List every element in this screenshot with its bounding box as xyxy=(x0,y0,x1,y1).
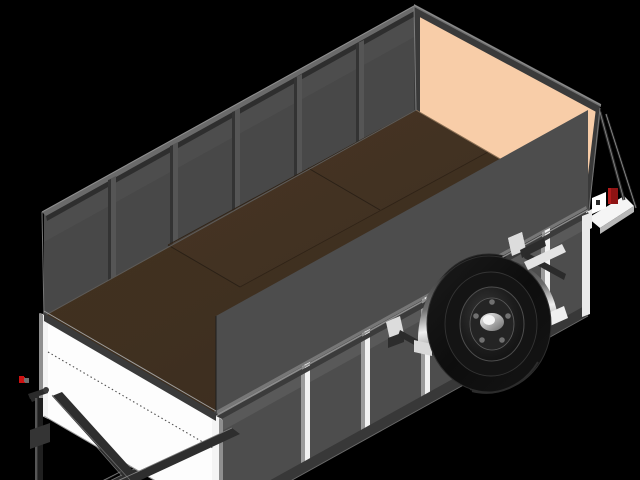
tire-sidewall-ring xyxy=(444,271,538,377)
tongue-upper-arm-highlight xyxy=(51,394,131,480)
right-wall-post xyxy=(304,368,310,473)
front-panel-face xyxy=(44,316,216,480)
lug-nut xyxy=(499,337,505,343)
taillight-bracket-plate xyxy=(588,196,634,228)
deck-seam-line xyxy=(239,151,489,288)
left-wall-post-edge xyxy=(356,43,359,146)
outline-far-bottom xyxy=(43,109,417,317)
left-wall-post-edge xyxy=(232,111,235,214)
left-wall-post xyxy=(234,108,240,213)
right-wall-post xyxy=(364,335,370,439)
front-panel-rivet-line xyxy=(47,351,214,449)
taillight-lens xyxy=(608,188,618,204)
fender-rear-lip xyxy=(546,306,568,326)
taillight-bracket-edge xyxy=(600,206,634,234)
tongue-lower-arm xyxy=(119,428,240,480)
deck-seam-line xyxy=(307,167,381,211)
front-marker-light xyxy=(19,376,24,383)
front-panel-bottom-edge xyxy=(43,415,156,480)
front-panel-right-edge xyxy=(219,418,223,480)
left-wall-post-group xyxy=(108,40,364,282)
jack-handle xyxy=(28,388,48,399)
left-wall-post xyxy=(358,40,364,145)
outline-rear-left-corner xyxy=(413,5,417,111)
left-wall-post xyxy=(296,74,302,179)
left-wall-top-rail xyxy=(42,6,418,216)
tire-tread-line xyxy=(471,361,539,394)
front-panel-top-rail xyxy=(44,313,216,421)
gate-support-strut-highlight xyxy=(599,111,625,201)
front-panel-top-highlight xyxy=(43,310,217,412)
front-marker-bracket xyxy=(24,378,29,382)
fender-top-strip xyxy=(524,244,566,270)
outline-far-top xyxy=(41,5,415,213)
wheel-rim-inner-ring xyxy=(469,297,515,351)
left-wall-post-edge xyxy=(170,145,173,248)
right-wall-rail-highlight xyxy=(217,209,589,415)
deck-plank-section xyxy=(168,110,488,287)
taillight-bolt xyxy=(596,200,600,205)
lug-nut xyxy=(489,299,495,305)
lug-nut xyxy=(473,313,479,319)
front-panel-right-frame xyxy=(212,414,219,480)
outline-gate-top xyxy=(413,4,602,106)
outline-gate-right xyxy=(588,107,601,212)
left-wall-post xyxy=(172,142,178,247)
right-wall-rear-corner-post xyxy=(582,213,590,317)
tongue-assembly-front xyxy=(19,376,240,480)
tongue-center-highlight xyxy=(118,467,147,480)
gate-support-strut-highlight xyxy=(605,113,637,209)
left-wall-post-edge xyxy=(108,179,111,282)
deck-seam-line xyxy=(167,244,241,288)
jack-handle-knob xyxy=(43,387,49,393)
lug-nut xyxy=(505,313,511,319)
right-wall-outer-face xyxy=(216,110,588,416)
wheel-assembly-front xyxy=(426,255,552,394)
left-wall-post xyxy=(110,176,116,281)
taillight-lens-highlight xyxy=(608,188,611,204)
ramp-gate-top-rail xyxy=(414,6,600,114)
fender-front-lip xyxy=(414,340,432,356)
hub-highlight xyxy=(483,315,495,325)
jack-bracket xyxy=(30,423,50,449)
wheel-rim-ring xyxy=(459,286,525,362)
tongue-upper-arm xyxy=(52,392,136,480)
right-wall-post-edge xyxy=(361,338,365,441)
lug-nut xyxy=(479,337,485,343)
right-wall-post-edge xyxy=(301,371,305,475)
left-wall-post-edge xyxy=(294,77,297,180)
outline-front-left-corner xyxy=(41,211,45,317)
